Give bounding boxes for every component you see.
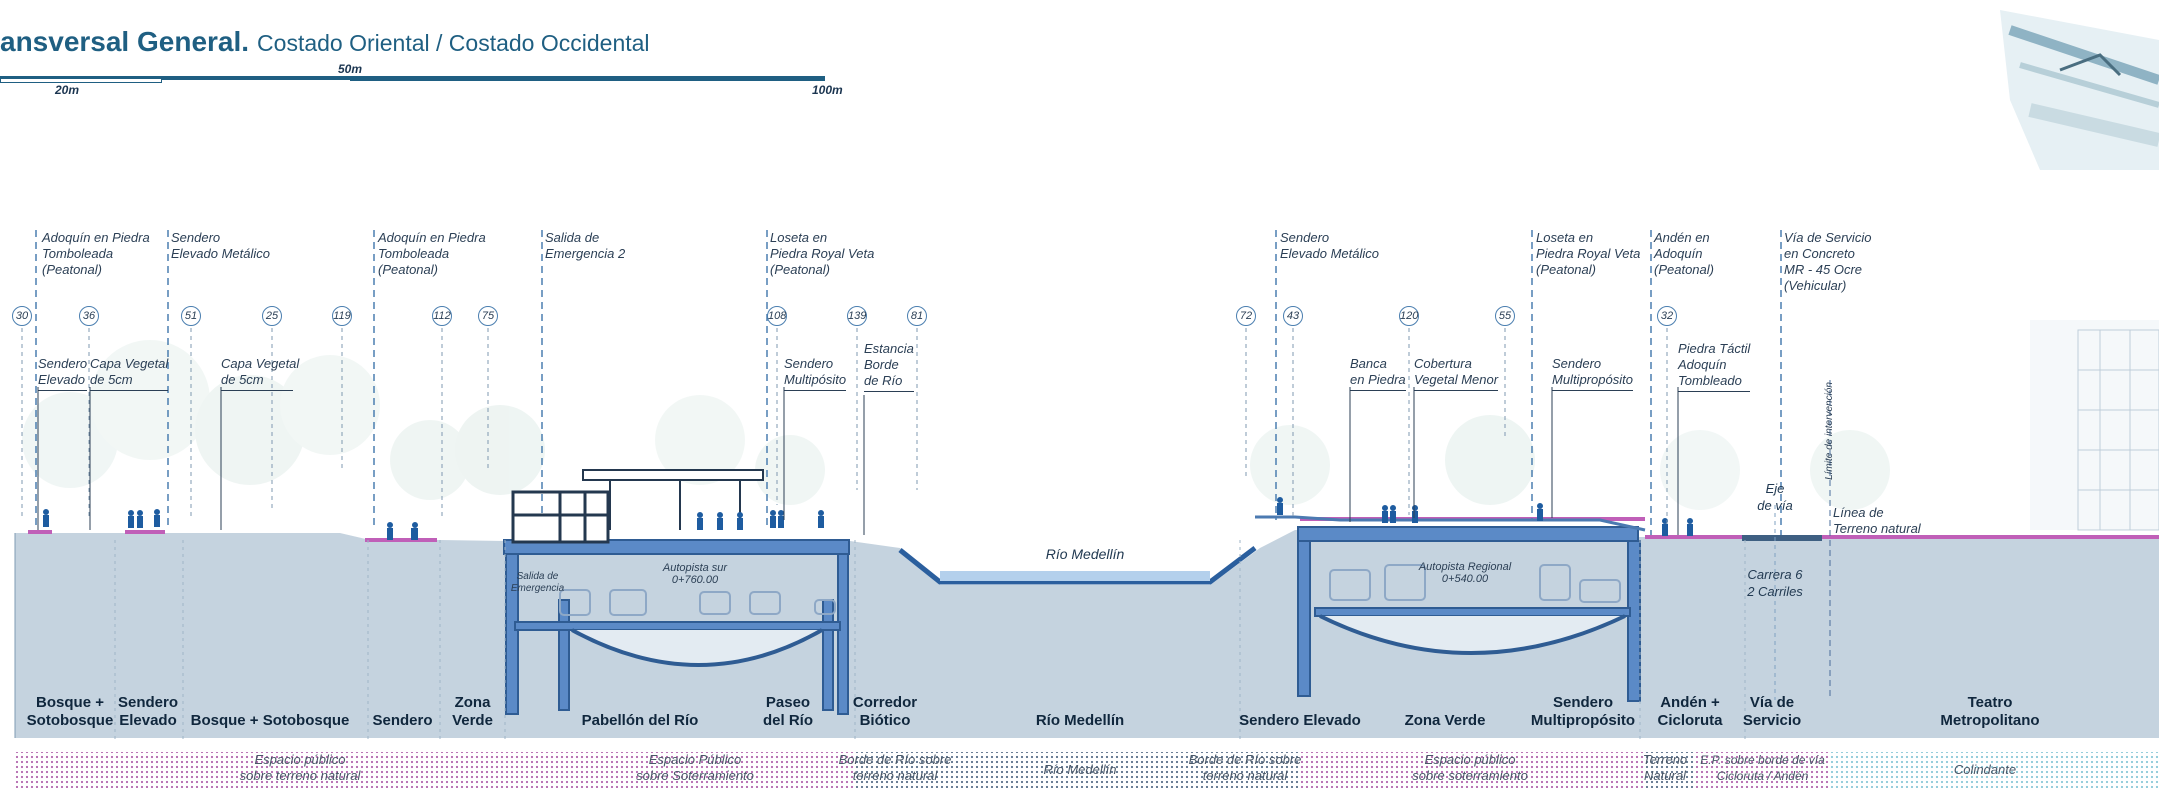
sub-sendero-elevado: Sendero Elevado [38,356,88,391]
zone-zona-verde-1: Zona Verde [452,694,493,729]
label-limite-intervencion: Límite de intervención [1824,382,1835,480]
pavilion-vault [571,628,823,667]
callout-leaders [35,230,1782,535]
background-vegetation [22,320,2159,530]
sub-capa-vegetal-2: Capa Vegetal de 5cm [221,356,299,391]
landuse-5: Borde de Río sobre terreno natural [1188,752,1302,783]
key-map-thumbnail [2000,10,2159,170]
zone-sendero: Sendero [372,712,433,729]
label-carrera-6: Carrera 6 2 Carriles [1747,567,1803,599]
sub-piedra-tactil: Piedra Táctil Adoquín Tombleado [1678,341,1751,392]
callout-via-servicio: Vía de Servicio en Concreto MR - 45 Ocre… [1784,230,1872,293]
marker-13: 55 [1495,306,1515,326]
marker-2: 51 [181,306,201,326]
zone-separators [114,540,1746,740]
marker-3: 25 [262,306,282,326]
scale-label-20: 20m [55,83,80,97]
marker-1: 36 [79,306,99,326]
service-road [1742,535,1822,541]
sub-capa-vegetal-1: Capa Vegetal de 5cm [90,356,169,391]
zone-teatro: Teatro Metropolitano [1940,694,2040,729]
landuse-1: Espacio público sobre terreno natural [239,752,361,783]
callout-anden: Andén en Adoquín (Peatonal) [1654,230,1714,277]
river-channel [898,546,1257,585]
sub-banca-piedra: Banca en Piedra [1350,356,1406,391]
landuse-3: Borde de Río sobre terreno natural [838,752,952,783]
marker-8: 139 [847,306,867,326]
regional-vehicles [1329,564,1621,603]
callout-salida-emergencia: Salida de Emergencia 2 [545,230,626,261]
zone-bosque-1: Bosque + Sotobosque [26,694,114,729]
marker-leaders [21,328,1668,525]
zone-via-servicio: Vía de Servicio [1742,694,1802,729]
ground-section [15,530,2159,738]
river-water [940,571,1210,581]
zone-sendero-multiproposito: Sendero Multipropósito [1530,694,1636,729]
land-use-band [15,752,2159,788]
title-bold: ansversal General. [0,26,250,57]
regional-vault [1319,614,1626,655]
zone-rio-medellin: Río Medellín [1035,712,1125,729]
label-autopista-sur: Autopista sur 0+760.00 [662,562,728,586]
label-salida-emergencia: Salida de Emergencia [510,571,565,594]
zone-bosque-2: Bosque + Sotobosque [190,712,350,729]
label-linea-terreno: Línea de Terreno natural [1833,505,1921,536]
page-title: ansversal General. Costado Oriental / Cos… [0,26,650,58]
zone-corredor-biotico: Corredor Biótico [852,694,918,729]
marker-4: 119 [332,306,352,326]
zone-anden-cicloruta: Andén + Cicloruta [1657,694,1723,729]
zone-sendero-elevado-1: Sendero Elevado [117,694,178,729]
marker-14: 32 [1657,306,1677,326]
scale-bar: 20m 50m 100m [0,62,843,100]
sub-leaders [37,387,1679,535]
marker-7: 108 [767,306,787,326]
label-rio-medellin: Río Medellín [1045,546,1125,562]
label-autopista-regional: Autopista Regional 0+540.00 [1418,561,1512,585]
landuse-8: E.P. sobre borde de vía Cicloruta / Andé… [1700,753,1825,783]
marker-9: 81 [907,306,927,326]
sub-sendero-multiposito: Sendero Multipósito [784,356,847,391]
zone-paseo-rio: Paseo del Río [762,694,813,729]
landuse-7: Terreno Natural [1642,752,1688,783]
landuse-4: Río Medellín [1043,762,1117,777]
marker-12: 120 [1399,306,1419,326]
marker-0: 30 [12,306,32,326]
callout-loseta-2: Loseta en Piedra Royal Veta (Peatonal) [1536,230,1641,277]
sub-sendero-multiproposito: Sendero Multipropósito [1552,356,1633,391]
title-regular: Costado Oriental / Costado Occidental [257,30,650,56]
callout-sendero-elevado-2: Sendero Elevado Metálico [1280,230,1379,261]
people [43,497,1693,540]
zone-pabellon: Pabellón del Río [581,712,699,729]
callout-loseta-1: Loseta en Piedra Royal Veta (Peatonal) [770,230,875,277]
scale-label-50: 50m [338,62,363,76]
pavilion-canopy [582,469,764,530]
sub-estancia-borde: Estancia Borde de Río [864,341,914,392]
zone-sendero-elevado-2: Sendero Elevado [1239,712,1361,729]
landuse-6: Espacio público sobre soterramiento [1412,752,1528,783]
elevated-path [1255,515,1646,532]
landuse-9: Colindante [1953,762,2017,777]
pavilion-kiosk [511,490,610,544]
marker-10: 72 [1236,306,1256,326]
regional-structure [1297,526,1641,702]
landuse-2: Espacio Público sobre Soterramiento [636,752,754,783]
background-building [2077,329,2159,531]
label-eje-via: Eje de vía [1757,481,1793,513]
scale-label-100: 100m [812,83,843,97]
marker-11: 43 [1283,306,1303,326]
callout-sendero-elevado-1: Sendero Elevado Metálico [171,230,270,261]
marker-5: 112 [432,306,452,326]
zone-zona-verde-2: Zona Verde [1404,712,1486,729]
sub-cobertura-vegetal: Cobertura Vegetal Menor [1414,356,1499,391]
callout-adoquin-2: Adoquín en Piedra Tomboleada (Peatonal) [378,230,486,277]
callout-adoquin-1: Adoquín en Piedra Tomboleada (Peatonal) [42,230,150,277]
pavilion-vehicles [559,589,836,616]
marker-6: 75 [478,306,498,326]
